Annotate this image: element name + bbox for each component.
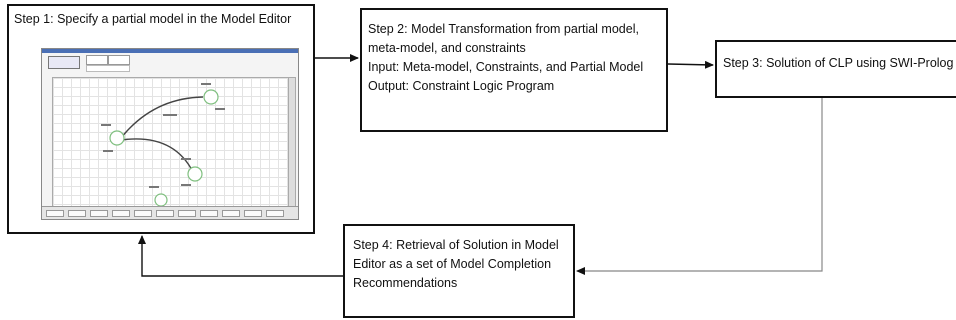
arrow-step2-to-step3 [667,60,714,69]
statusbar-item [156,210,174,217]
editor-toolbar-button [86,55,108,65]
step2-line: Input: Meta-model, Constraints, and Part… [368,60,644,74]
graph-edge [120,138,194,173]
editor-canvas [52,77,290,207]
graph-edge [120,96,204,139]
step1-text: Step 1: Specify a partial model in the M… [14,10,291,29]
graph-node [109,130,125,146]
graph-node [203,89,219,105]
statusbar-item [244,210,262,217]
step4-line: Recommendations [353,276,458,290]
statusbar-item [134,210,152,217]
step1-box: Step 1: Specify a partial model in the M… [7,4,315,234]
step3-line: Step 3: Solution of CLP using SWI-Prolog [723,56,954,70]
step3-text: Step 3: Solution of CLP using SWI-Prolog [723,54,953,73]
statusbar-item [90,210,108,217]
step2-line: Output: Constraint Logic Program [368,79,555,93]
step4-line: Step 4: Retrieval of Solution in Model [353,238,559,252]
step4-text: Step 4: Retrieval of Solution in Model E… [353,236,559,293]
arrow-step4-to-step1 [138,235,343,277]
step3-box: Step 3: Solution of CLP using SWI-Prolog [715,40,956,98]
editor-toolbar-button [108,55,130,65]
editor-toolbar-field [86,65,130,72]
editor-statusbar [42,206,298,219]
statusbar-item [178,210,196,217]
editor-logo-icon [48,56,80,69]
model-editor-screenshot [41,48,299,220]
statusbar-item [112,210,130,217]
graph-node [187,166,203,182]
step2-text: Step 2: Model Transformation from partia… [368,20,643,96]
step4-box: Step 4: Retrieval of Solution in Model E… [343,224,575,318]
step4-line: Editor as a set of Model Completion [353,257,552,271]
statusbar-item [266,210,284,217]
arrow-step3-to-step4 [576,98,823,275]
step2-line: Step 2: Model Transformation from partia… [368,22,639,36]
step2-line: meta-model, and constraints [368,41,526,55]
statusbar-item [68,210,86,217]
statusbar-item [200,210,218,217]
graph-labels [101,83,225,188]
statusbar-item [46,210,64,217]
step1-line: Step 1: Specify a partial model in the M… [14,12,292,26]
statusbar-item [222,210,240,217]
editor-titlebar [42,49,298,53]
editor-graph [101,83,225,207]
step2-box: Step 2: Model Transformation from partia… [360,8,668,132]
